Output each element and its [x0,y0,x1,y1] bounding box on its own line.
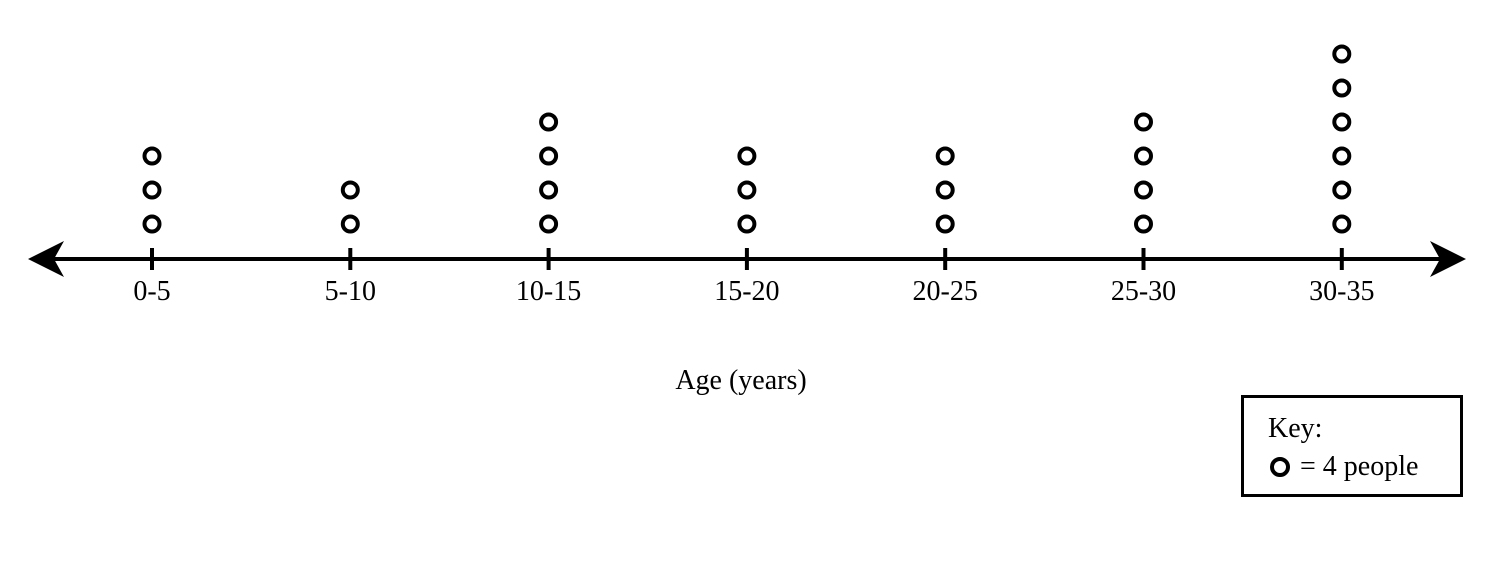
tick-label: 10-15 [516,276,581,307]
data-point [142,146,162,166]
legend-key: Key: = 4 people [1241,395,1463,497]
x-axis-label: Age (years) [675,365,806,396]
data-point [935,146,955,166]
data-point [1332,112,1352,132]
data-point [1332,78,1352,98]
tick-label: 25-30 [1111,276,1176,307]
tick-label: 0-5 [133,276,170,307]
data-point [1134,146,1153,166]
dots [142,44,1352,234]
data-point [1134,112,1153,132]
tick-label: 15-20 [714,276,779,307]
data-point [935,214,955,234]
data-point [935,180,955,200]
data-point [1134,180,1153,200]
left-arrow-icon [28,241,64,277]
data-point [1332,44,1352,64]
data-point [737,146,757,166]
data-point [142,214,162,234]
data-point [539,146,559,166]
key-title: Key: [1268,413,1323,444]
key-title-row: Key: [1268,410,1460,448]
data-point [142,180,162,200]
data-point [539,112,559,132]
data-point [539,180,559,200]
data-point [340,180,360,200]
tick-labels: 0-5 5-10 10-15 15-20 20-25 25-30 30-35 [133,276,1374,307]
ticks [150,248,1344,270]
data-point [1332,214,1352,234]
data-point [737,214,757,234]
data-point [539,214,559,234]
data-point [737,180,757,200]
tick-label: 5-10 [325,276,376,307]
right-arrow-icon [1430,241,1466,277]
data-point [1332,146,1352,166]
key-entry-row: = 4 people [1268,448,1460,486]
circle-marker-icon [1270,457,1290,477]
tick-label: 20-25 [913,276,978,307]
key-entry: = 4 people [1300,451,1419,482]
tick-label: 30-35 [1309,276,1374,307]
data-point [340,214,360,234]
data-point [1332,180,1352,200]
data-point [1134,214,1153,234]
